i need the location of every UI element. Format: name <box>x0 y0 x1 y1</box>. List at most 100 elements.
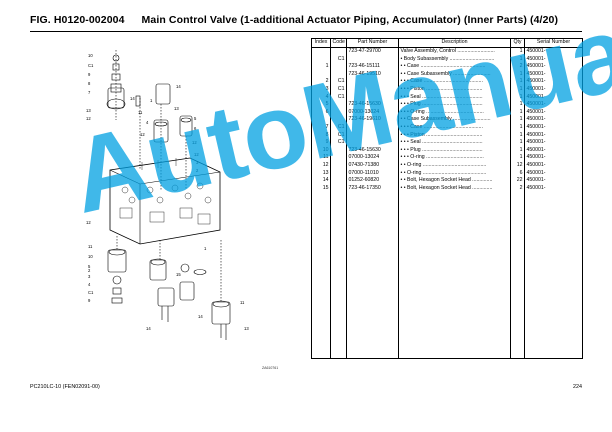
cell-serial-number: 450001- <box>524 177 583 185</box>
cell-qty: 1 <box>510 139 525 147</box>
cell-part-number: 07000-13024 <box>346 108 399 117</box>
col-header-part-number: Part Number <box>346 38 399 48</box>
cell-serial-number: 450001- <box>524 63 583 71</box>
cell-part-number <box>346 78 399 86</box>
svg-text:5: 5 <box>194 116 197 121</box>
cell-serial-number: 450001- <box>524 146 583 155</box>
svg-text:13: 13 <box>86 108 91 113</box>
cell-code: C1 <box>330 93 347 102</box>
cell-description: • • Case ...............................… <box>398 63 511 71</box>
svg-text:10: 10 <box>88 254 93 259</box>
cell-serial-number: 450001- <box>524 78 583 86</box>
cell-serial-number: 450001- <box>524 161 583 170</box>
svg-text:12: 12 <box>86 116 91 121</box>
oring-part <box>112 54 120 62</box>
svg-text:11: 11 <box>240 300 245 305</box>
cell-index: 11 <box>311 154 331 162</box>
cell-qty: 1 <box>510 93 525 102</box>
cell-description: • Body Subassembly .....................… <box>398 55 511 64</box>
cell-qty: 1 <box>510 78 525 86</box>
cell-serial-number: 450001- <box>524 131 583 140</box>
cell-serial-number: 450001- <box>524 70 583 79</box>
svg-text:2: 2 <box>88 268 91 273</box>
svg-text:6: 6 <box>194 126 197 131</box>
cell-part-number: 07000-11010 <box>346 169 399 178</box>
svg-text:11: 11 <box>138 110 143 115</box>
cell-code <box>330 161 347 170</box>
cell-serial-number: 450001- <box>524 93 583 102</box>
cell-code <box>330 101 347 109</box>
cell-code <box>330 47 347 56</box>
empty-cell <box>330 192 347 360</box>
cell-qty: 1 <box>510 108 525 117</box>
cell-serial-number: 450001- <box>524 184 583 193</box>
empty-cell <box>510 192 525 360</box>
cell-part-number: 723-46-15630 <box>346 101 399 109</box>
svg-text:14: 14 <box>130 96 135 101</box>
cell-code <box>330 146 347 155</box>
cell-code: C1 <box>330 139 347 147</box>
cell-qty: 1 <box>510 101 525 109</box>
cell-description: • • • Seal .............................… <box>398 93 511 102</box>
parts-table: Index Code Part Number Description Qty S… <box>311 38 583 360</box>
empty-cell <box>524 192 583 360</box>
cell-description: • • • O-ring ...........................… <box>398 108 511 117</box>
empty-cell <box>346 192 399 360</box>
cell-part-number: 723-46-15630 <box>346 146 399 155</box>
cell-serial-number: 450001- <box>524 169 583 178</box>
svg-text:9: 9 <box>88 72 91 77</box>
cell-part-number <box>346 139 399 147</box>
svg-text:1: 1 <box>204 246 207 251</box>
table-row: C1• Body Subassembly ...................… <box>311 55 583 64</box>
cell-description: • • • Case .............................… <box>398 78 511 86</box>
cell-code: C1 <box>330 131 347 140</box>
col-header-code: Code <box>330 38 347 48</box>
cell-index: 4 <box>311 93 331 102</box>
table-row: 723-46-19610• • Case Subassembly .......… <box>311 116 583 124</box>
svg-text:9: 9 <box>88 298 91 303</box>
cell-code: C1 <box>330 85 347 94</box>
cell-serial-number: 450001- <box>524 85 583 94</box>
figure-heading: FIG. H0120-002004 Main Control Valve (1-… <box>30 14 558 26</box>
cell-description: • • • Piston ...........................… <box>398 131 511 140</box>
svg-text:12: 12 <box>194 152 199 157</box>
diagram-drawing: 10 C1 9 8 7 13 14 12 1 11 14 4 13 12 5 6… <box>86 50 249 340</box>
svg-text:3: 3 <box>196 160 199 165</box>
cell-description: • • • O-ring ...........................… <box>398 154 511 162</box>
svg-text:2: 2 <box>196 168 199 173</box>
svg-text:12: 12 <box>86 220 91 225</box>
cell-serial-number: 450001- <box>524 116 583 124</box>
cell-index <box>311 47 331 56</box>
svg-text:10: 10 <box>88 53 93 58</box>
col-header-description: Description <box>398 38 511 48</box>
cell-qty: 2 <box>510 184 525 193</box>
cell-description: • • • Case .............................… <box>398 123 511 132</box>
cell-index: 3 <box>311 85 331 94</box>
cell-serial-number: 450001- <box>524 55 583 64</box>
svg-text:11: 11 <box>88 244 93 249</box>
svg-text:C1: C1 <box>88 290 94 295</box>
cell-code: C1 <box>330 78 347 86</box>
cell-qty: 1 <box>510 116 525 124</box>
table-filler-row <box>311 192 583 360</box>
cell-index: 2 <box>311 78 331 86</box>
cell-index: 14 <box>311 177 331 185</box>
cell-qty: 1 <box>510 47 525 56</box>
cell-part-number <box>346 131 399 140</box>
svg-text:3: 3 <box>88 274 91 279</box>
cell-index <box>311 70 331 79</box>
cell-qty: 1 <box>510 123 525 132</box>
figure-title: Main Control Valve (1-additional Actuato… <box>141 14 559 26</box>
cell-description: • • • Plug .............................… <box>398 146 511 155</box>
cell-index <box>311 116 331 124</box>
